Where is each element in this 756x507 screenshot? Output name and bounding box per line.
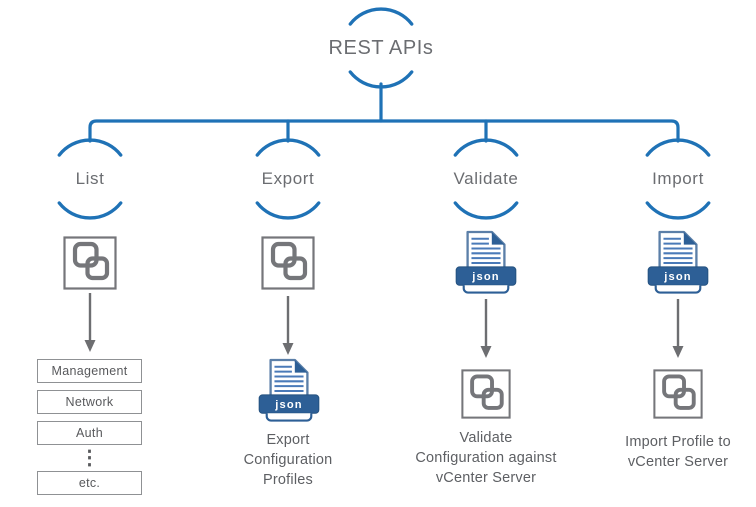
json-badge-label: json bbox=[274, 399, 303, 411]
list-item-auth: Auth bbox=[37, 421, 142, 445]
node-rest-apis: REST APIs bbox=[328, 6, 434, 90]
node-export: Export bbox=[238, 137, 338, 221]
list-item-network: Network bbox=[37, 390, 142, 414]
list-item-management: Management bbox=[37, 359, 142, 383]
node-list: List bbox=[40, 137, 140, 221]
caption-line: vCenter Server bbox=[627, 454, 729, 470]
json-file-icon: json bbox=[455, 230, 517, 294]
profile-icon bbox=[653, 369, 703, 419]
arrow-down-icon bbox=[84, 293, 96, 352]
caption-import: Import Profile to vCenter Server bbox=[598, 432, 756, 472]
branch-label-validate: Validate bbox=[453, 169, 519, 188]
profile-icon bbox=[261, 236, 315, 290]
caption-line: Configuration against bbox=[415, 450, 557, 466]
node-circle-arcs bbox=[453, 138, 519, 220]
caption-export: Export Configuration Profiles bbox=[218, 430, 358, 490]
caption-line: vCenter Server bbox=[435, 470, 537, 486]
caption-line: Export bbox=[266, 432, 310, 448]
node-circle-arcs bbox=[255, 138, 321, 220]
json-file-icon: json bbox=[647, 230, 709, 294]
list-item-etc: etc. bbox=[37, 471, 142, 495]
node-circle-arcs bbox=[348, 7, 414, 89]
branch-label-list: List bbox=[75, 169, 105, 188]
json-badge-label: json bbox=[663, 271, 692, 283]
branch-label-export: Export bbox=[261, 169, 315, 188]
arrow-down-icon bbox=[480, 299, 492, 358]
node-circle-arcs bbox=[57, 138, 123, 220]
arrow-down-icon bbox=[282, 296, 294, 355]
caption-line: Import Profile to bbox=[625, 434, 731, 450]
arrow-down-icon bbox=[672, 299, 684, 358]
caption-line: Configuration bbox=[243, 452, 333, 468]
caption-line: Validate bbox=[459, 430, 513, 446]
profile-icon bbox=[63, 236, 117, 290]
node-import: Import bbox=[628, 137, 728, 221]
root-node-label: REST APIs bbox=[328, 36, 434, 59]
json-badge-label: json bbox=[471, 271, 500, 283]
connector-horizontal-rail bbox=[88, 119, 680, 143]
caption-validate: Validate Configuration against vCenter S… bbox=[396, 428, 576, 488]
json-file-icon: json bbox=[258, 358, 320, 422]
node-validate: Validate bbox=[436, 137, 536, 221]
profile-icon bbox=[461, 369, 511, 419]
node-circle-arcs bbox=[645, 138, 711, 220]
caption-line: Profiles bbox=[263, 472, 313, 488]
branch-label-import: Import bbox=[652, 169, 704, 188]
vertical-ellipsis: ⋮ bbox=[79, 447, 100, 469]
